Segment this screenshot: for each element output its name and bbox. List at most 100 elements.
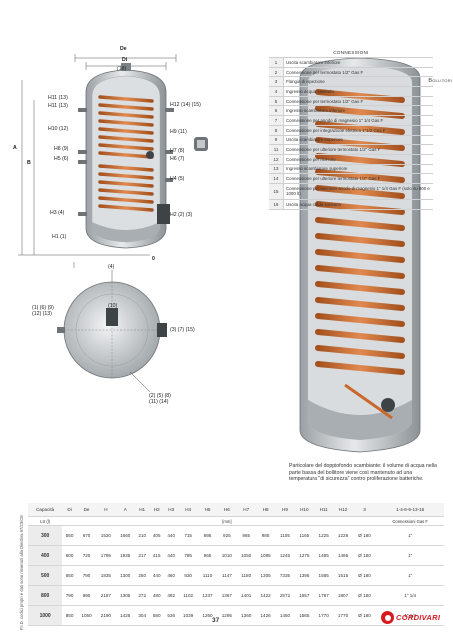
table-cell: 415 xyxy=(149,545,164,566)
table-cell: 580 xyxy=(149,605,164,626)
table-cell: 1807 xyxy=(333,585,353,606)
table-cell: 1039 xyxy=(178,605,198,626)
label-h3: H3 (4) xyxy=(50,210,65,216)
table-cell: 1835 xyxy=(96,565,116,586)
table-cell: 2572 xyxy=(275,585,295,606)
table-cell: 460 xyxy=(163,565,179,586)
table-cell: 1237 xyxy=(197,585,218,606)
table-cell: 830 xyxy=(178,565,198,586)
table-cell: 217 xyxy=(134,545,150,566)
table-cell: 1360 xyxy=(236,605,256,626)
table-cell: 1147 xyxy=(217,565,237,586)
table-cell: 790 xyxy=(62,585,77,606)
table-cell: 405 xyxy=(149,525,164,546)
dimension-b-label: B xyxy=(27,160,31,166)
dimensions-unit-row: Ltr (l) [mm] Connessioni Gas F xyxy=(28,516,444,526)
table-cell: 1520 xyxy=(96,525,116,546)
table-cell: 1" 1/4 xyxy=(376,585,444,606)
table-cell: 1000 xyxy=(28,605,63,626)
table-cell: Ø 180 xyxy=(352,545,377,566)
table-cell: 1110 xyxy=(197,565,218,586)
table-cell: 1105 xyxy=(275,525,295,546)
table-cell: 1495 xyxy=(333,545,353,566)
table-cell: 1367 xyxy=(217,585,237,606)
table-cell: 7335 xyxy=(275,565,295,586)
label-h12: H12 (14) (15) xyxy=(170,102,201,108)
table-cell: 1050 xyxy=(76,605,97,626)
table-cell: 1260 xyxy=(197,605,218,626)
table-cell: 1305 xyxy=(115,585,135,606)
brand-mark-icon xyxy=(381,611,394,624)
top-label-left: (1) (6) (9) (12) (13) xyxy=(32,305,54,317)
table-cell: 850 xyxy=(62,605,77,626)
table-cell: 985 xyxy=(255,525,276,546)
table-cell: 965 xyxy=(197,545,218,566)
label-h1: H1 (1) xyxy=(52,234,67,240)
top-label-bottom: (2) (5) (8) (11) (14) xyxy=(149,393,171,405)
table-cell: 1085 xyxy=(255,545,276,566)
table-cell: 400 xyxy=(28,545,63,566)
table-cell: 670 xyxy=(76,525,97,546)
table-cell: 500 xyxy=(28,565,63,586)
table-cell: 1010 xyxy=(217,545,237,566)
table-cell: 300 xyxy=(28,525,63,546)
connections-title: CONNESSIONI xyxy=(269,47,433,58)
table-cell: 1305 xyxy=(255,565,276,586)
table-cell: 440 xyxy=(149,565,164,586)
table-cell: 715 xyxy=(178,525,198,546)
label-h5: H5 (6) xyxy=(54,156,69,162)
label-h8: H8 (9) xyxy=(54,146,69,152)
table-cell: 1395 xyxy=(294,565,314,586)
table-cell: 1565 xyxy=(294,605,314,626)
table-cell: 2190 xyxy=(96,605,116,626)
table-cell: 492 xyxy=(163,585,179,606)
table-cell: 2187 xyxy=(96,585,116,606)
dimensions-header-row: Capacità Di De H A H1 H2 H3 H4 H5 H6 H7 … xyxy=(28,503,444,517)
table-cell: 1180 xyxy=(236,565,256,586)
table-cell: 600 xyxy=(62,545,77,566)
top-label-4: (4) xyxy=(108,264,115,270)
brand-name: CORDIVARI xyxy=(396,613,441,622)
table-cell: Ø 180 xyxy=(352,605,377,626)
table-cell: 1770 xyxy=(333,605,353,626)
table-cell: 1770 xyxy=(313,605,334,626)
dimension-di-label: Di xyxy=(122,57,128,63)
top-label-10: (10) xyxy=(108,303,118,309)
table-cell: 1275 xyxy=(294,545,314,566)
table-cell: Ø 180 xyxy=(352,525,377,546)
table-cell: 440 xyxy=(163,545,179,566)
table-cell: 1102 xyxy=(178,585,198,606)
table-cell: 990 xyxy=(76,585,97,606)
dimension-a-label: A xyxy=(13,145,17,151)
table-cell: 210 xyxy=(134,525,150,546)
table-cell: 272 xyxy=(134,585,150,606)
brand-logo: CORDIVARI xyxy=(381,611,440,624)
table-cell: 1228 xyxy=(333,525,353,546)
table-cell: 536 xyxy=(163,605,179,626)
table-cell: 1557 xyxy=(294,585,314,606)
table-cell: 1585 xyxy=(313,565,334,586)
table-cell: Ø 180 xyxy=(352,585,377,606)
section-side-title: Bollitori xyxy=(428,78,452,84)
table-cell: 790 xyxy=(76,565,97,586)
table-cell: 925 xyxy=(217,525,237,546)
label-zero: 0 xyxy=(152,256,155,262)
table-cell: 1300 xyxy=(115,565,135,586)
dimensions-table: Capacità Di De H A H1 H2 H3 H4 H5 H6 H7 … xyxy=(28,503,444,626)
double-bottom-note: Particolare del doppiofondo scambiante: … xyxy=(289,463,437,483)
